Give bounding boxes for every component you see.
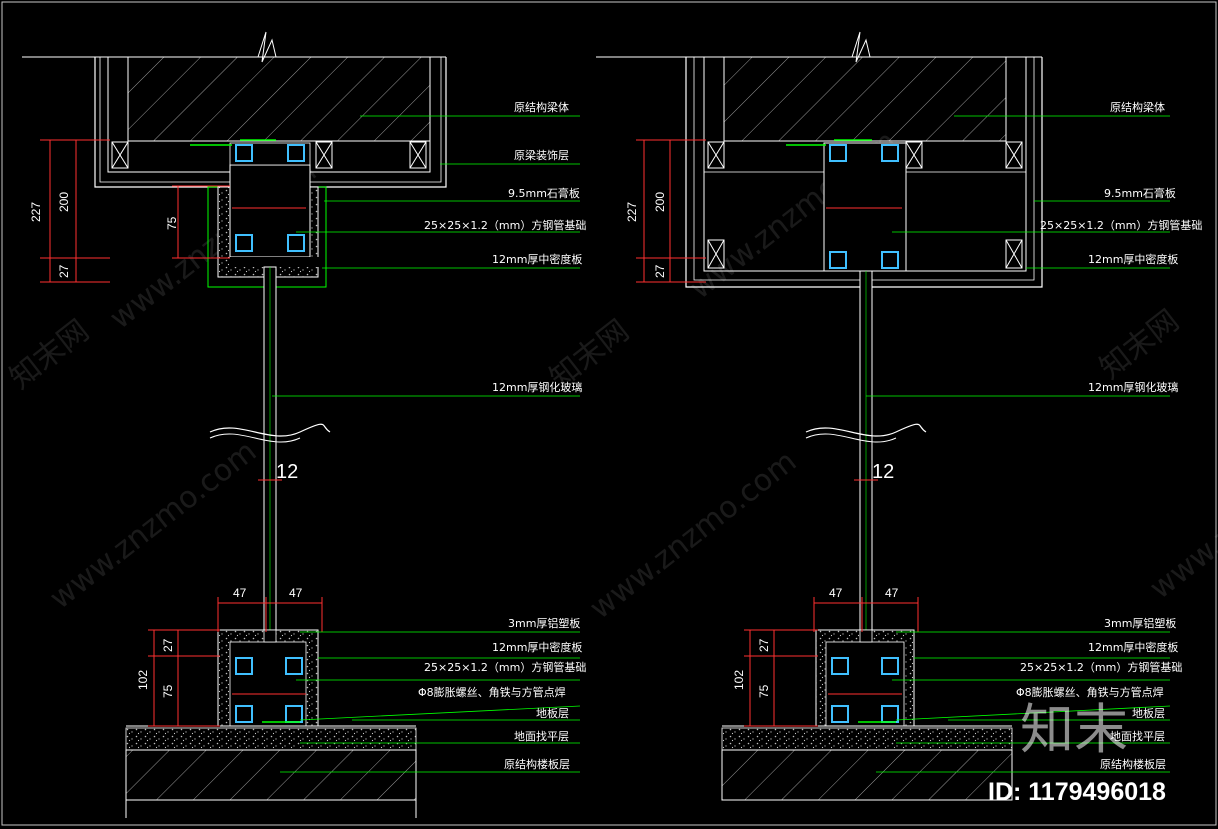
dim-12-left: 12 — [276, 461, 298, 483]
label-mdf-bottom-right: 12mm厚中密度板 — [1088, 640, 1178, 654]
label-beam-right: 原结构梁体 — [1110, 100, 1165, 114]
label-screed-left: 地面找平层 — [514, 729, 569, 743]
label-slab-left: 原结构楼板层 — [504, 757, 570, 771]
beam-hatch — [127, 56, 431, 142]
dim-27-right: 27 — [653, 264, 667, 278]
dim-47-right-a: 47 — [829, 586, 843, 600]
label-bolt-left: Φ8膨胀螺丝、角铁与方管点焊 — [418, 685, 566, 699]
watermark-site-left: www.znzmo.com — [43, 434, 263, 616]
dim-27-left-bottom: 27 — [161, 638, 175, 652]
watermark-layer: www.znzmo.com www.znzmo.com www.znzmo.co… — [3, 124, 1218, 626]
label-steel-tube-bottom-right: 25×25×1.2（mm）方钢管基础 — [1020, 660, 1182, 674]
dim-27-right-bottom: 27 — [757, 638, 771, 652]
watermark-brand-left: 知末网 — [3, 313, 95, 396]
dim-200-left: 200 — [57, 192, 71, 212]
label-bolt-right: Φ8膨胀螺丝、角铁与方管点焊 — [1016, 685, 1164, 699]
dim-227-left: 227 — [29, 202, 43, 222]
label-mdf-bottom-left: 12mm厚中密度板 — [492, 640, 582, 654]
label-gypsum-right: 9.5mm石膏板 — [1104, 186, 1176, 200]
label-mdf-top-left: 12mm厚中密度板 — [492, 252, 582, 266]
label-screed-right: 地面找平层 — [1110, 729, 1165, 743]
watermark-logo: 知末 — [1020, 698, 1128, 761]
label-beam-left: 原结构梁体 — [514, 100, 569, 114]
dim-227-right: 227 — [625, 202, 639, 222]
label-beam-finish-left: 原梁装饰层 — [514, 148, 569, 162]
dim-47-right-b: 47 — [885, 586, 899, 600]
detail-right: 12 227 200 27 47 47 102 27 75 — [596, 31, 1171, 801]
watermark-id: ID: 1179496018 — [988, 778, 1166, 806]
label-floor-finish-left: 地板层 — [536, 706, 569, 720]
label-steel-tube-top-left: 25×25×1.2（mm）方钢管基础 — [424, 218, 586, 232]
dim-75-right-bottom: 75 — [757, 684, 771, 698]
labels-left: 原结构梁体 原梁装饰层 9.5mm石膏板 25×25×1.2（mm）方钢管基础 … — [418, 100, 586, 771]
watermark-brand-right: 知末网 — [1093, 303, 1185, 386]
label-slab-right: 原结构楼板层 — [1100, 757, 1166, 771]
dim-75-left-bottom: 75 — [161, 684, 175, 698]
watermark-site-right: www.znzmo.com — [583, 444, 803, 626]
label-floor-finish-right: 地板层 — [1132, 706, 1165, 720]
watermark-site-far-right: www.znzmo.com — [1143, 424, 1218, 606]
detail-left: 12 227 200 27 75 47 47 102 — [22, 31, 581, 818]
dim-12-right: 12 — [872, 461, 894, 483]
dim-47-left-a: 47 — [233, 586, 247, 600]
label-alu-plastic-right: 3mm厚铝塑板 — [1104, 616, 1176, 630]
dim-75-left-top: 75 — [165, 216, 179, 230]
label-mdf-top-right: 12mm厚中密度板 — [1088, 252, 1178, 266]
labels-right: 原结构梁体 9.5mm石膏板 25×25×1.2（mm）方钢管基础 12mm厚中… — [1016, 100, 1202, 771]
dim-47-left-b: 47 — [289, 586, 303, 600]
dim-102-left: 102 — [136, 670, 150, 690]
dim-102-right: 102 — [732, 670, 746, 690]
label-glass-left: 12mm厚钢化玻璃 — [492, 380, 582, 394]
label-steel-tube-bottom-left: 25×25×1.2（mm）方钢管基础 — [424, 660, 586, 674]
label-steel-tube-top-right: 25×25×1.2（mm）方钢管基础 — [1040, 218, 1202, 232]
dim-200-right: 200 — [653, 192, 667, 212]
dim-27-left: 27 — [57, 264, 71, 278]
label-gypsum-left: 9.5mm石膏板 — [508, 186, 580, 200]
label-alu-plastic-left: 3mm厚铝塑板 — [508, 616, 580, 630]
label-glass-right: 12mm厚钢化玻璃 — [1088, 380, 1178, 394]
